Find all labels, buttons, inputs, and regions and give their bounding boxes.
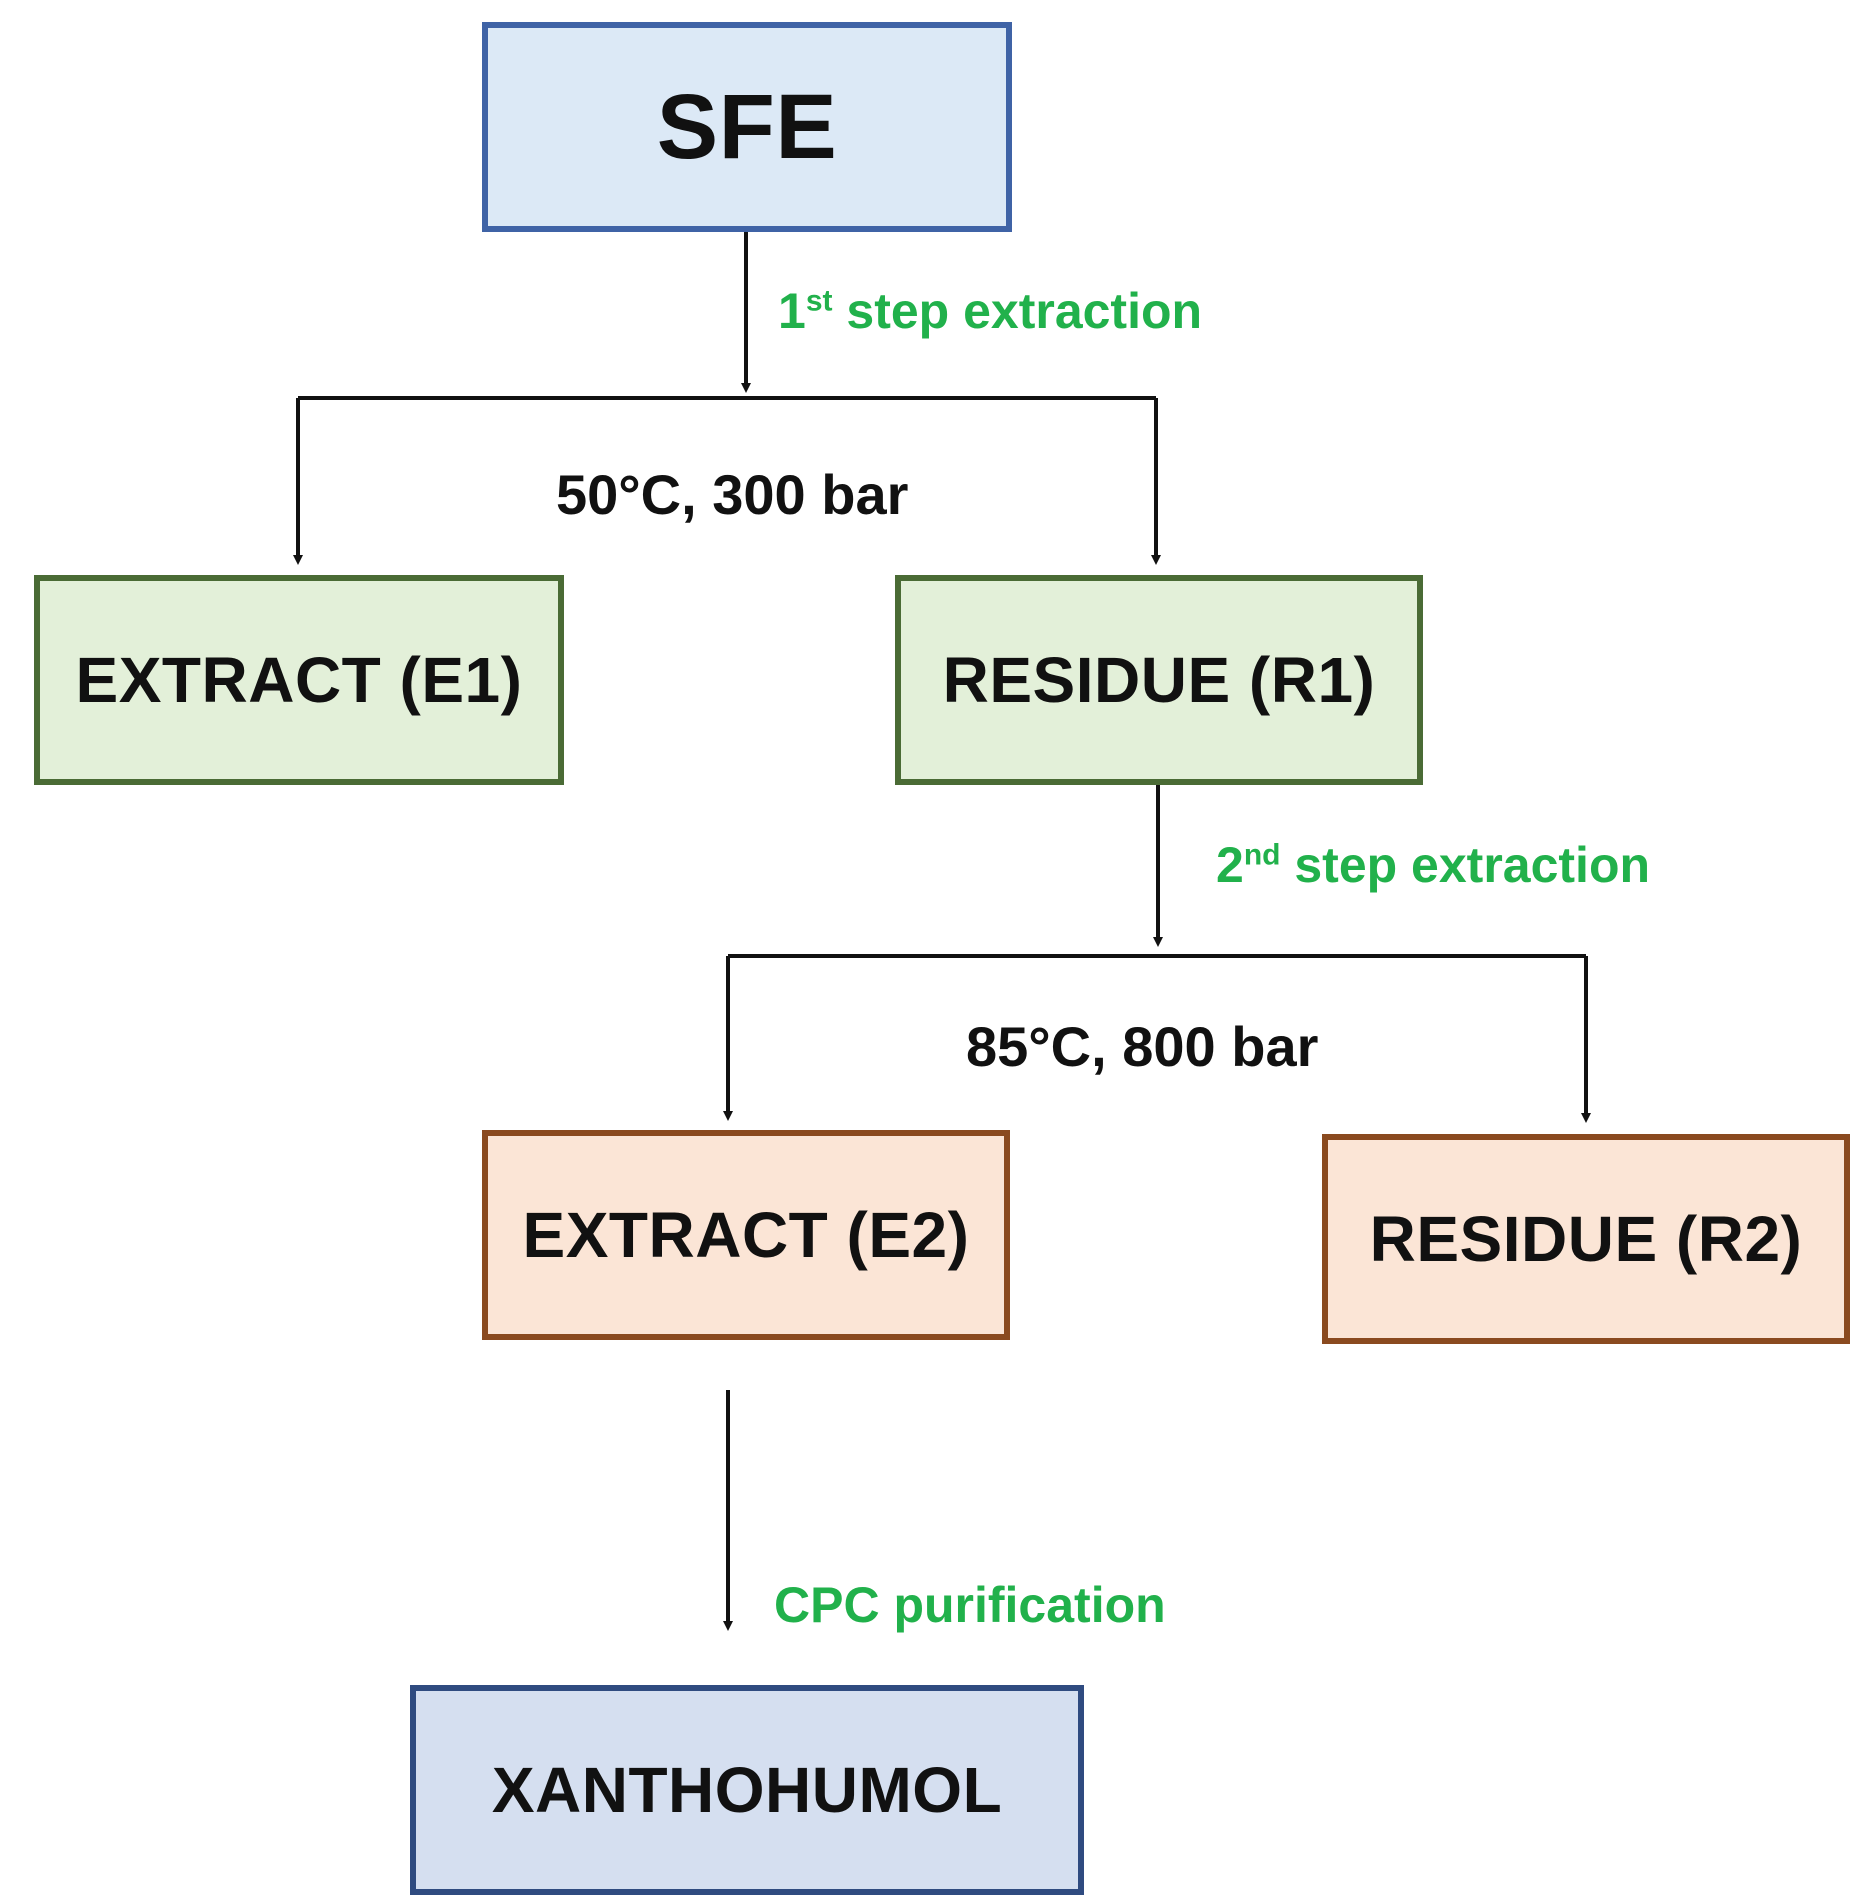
residue-r2-box: RESIDUE (R2) [1322,1134,1850,1344]
residue-r2-label: RESIDUE (R2) [1369,1203,1803,1275]
step1-number: 1 [778,283,806,339]
xanthohumol-label: XANTHOHUMOL [491,1754,1003,1826]
extract-e1-label: EXTRACT (E1) [75,644,523,716]
step1-superscript: st [805,284,833,318]
xanthohumol-box: XANTHOHUMOL [410,1685,1084,1895]
step1-text: step extraction [832,283,1203,339]
sfe-box: SFE [482,22,1012,232]
extract-e2-box: EXTRACT (E2) [482,1130,1010,1340]
condition2-label: 85°C, 800 bar [966,1015,1319,1078]
residue-r1-box: RESIDUE (R1) [895,575,1423,785]
step1-label: 1st step extraction [778,282,1202,340]
extract-e2-label: EXTRACT (E2) [522,1199,970,1271]
cpc-purification-label: CPC purification [774,1577,1166,1633]
step2-label: 2nd step extraction [1216,836,1650,894]
step2-text: step extraction [1280,837,1651,893]
extract-e1-box: EXTRACT (E1) [34,575,564,785]
residue-r1-label: RESIDUE (R1) [942,644,1376,716]
step2-number: 2 [1216,837,1244,893]
condition1-label: 50°C, 300 bar [556,463,909,526]
step2-superscript: nd [1243,838,1281,872]
sfe-box-label: SFE [656,75,838,178]
